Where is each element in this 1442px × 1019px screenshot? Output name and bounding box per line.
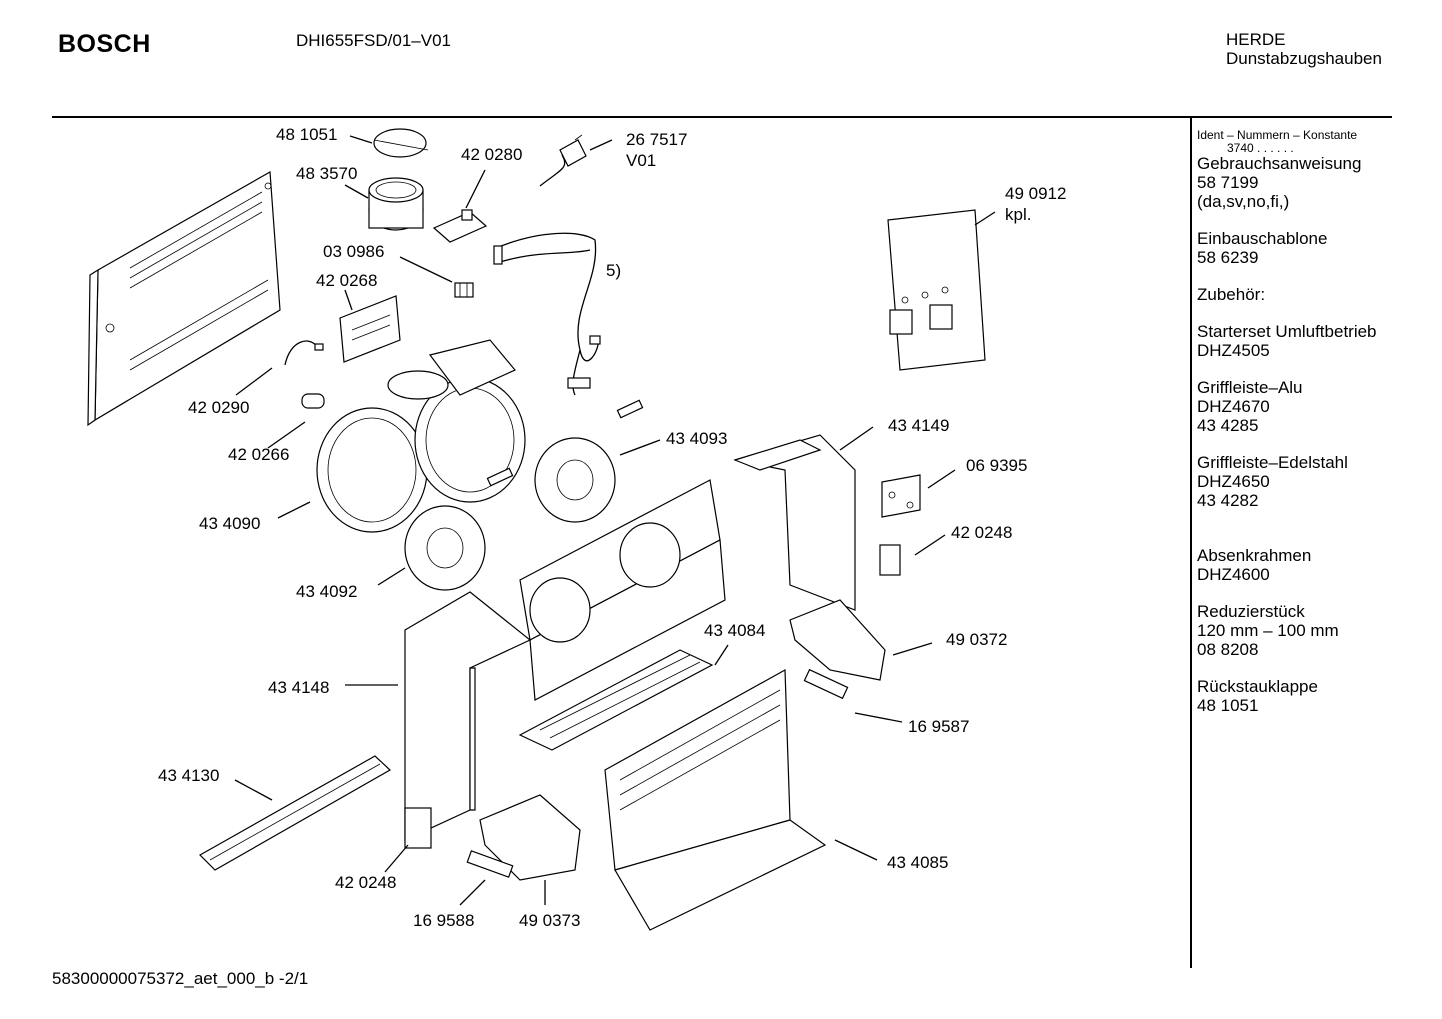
model-number: DHI655FSD/01–V01 — [296, 31, 451, 50]
label-169588: 16 9588 — [413, 911, 474, 930]
sidebar-line: Rückstauklappe — [1197, 677, 1318, 696]
sidebar-line: Gebrauchsanweisung — [1197, 154, 1362, 173]
label-169587: 16 9587 — [908, 717, 969, 736]
ident-title: Ident – Nummern – Konstante — [1197, 128, 1358, 142]
control-housing-upper — [789, 599, 886, 681]
label-420248-lower: 42 0248 — [335, 873, 396, 892]
capacitor — [301, 393, 325, 409]
label-note-5: 5) — [606, 261, 621, 280]
sidebar-line: (da,sv,no,fi,) — [1197, 192, 1290, 211]
label-434092: 43 4092 — [296, 582, 357, 601]
label-481051: 48 1051 — [276, 125, 337, 144]
sidebar-line: Zubehör: — [1197, 285, 1266, 304]
accessory-kit — [887, 209, 986, 371]
sidebar-line: 43 4282 — [1197, 491, 1259, 510]
header-divider — [52, 116, 1392, 118]
parts-sidebar: Ident – Nummern – Konstante 3740 . . . .… — [1197, 128, 1417, 715]
fan-housing — [316, 339, 526, 533]
housing-left — [404, 591, 532, 841]
duct-ring — [368, 177, 424, 231]
sidebar-line: Reduzierstück — [1197, 602, 1305, 621]
switch-lower — [404, 807, 432, 849]
sidebar-line: 58 6239 — [1197, 248, 1259, 267]
back-panel — [87, 171, 281, 427]
label-420280: 42 0280 — [461, 145, 522, 164]
label-490372: 49 0372 — [946, 630, 1007, 649]
front-panel — [604, 668, 827, 931]
grease-filter — [518, 649, 714, 751]
ident-value: 3740 . . . . . . — [1227, 141, 1294, 155]
label-434084: 43 4084 — [704, 621, 765, 640]
label-434130: 43 4130 — [158, 766, 219, 785]
fan-wheel-right — [534, 399, 644, 523]
clip-upper — [803, 668, 849, 700]
control-housing-lower — [479, 794, 581, 881]
sidebar-line: 43 4285 — [1197, 416, 1259, 435]
backdraft-flap — [373, 128, 429, 158]
label-434085: 43 4085 — [887, 853, 948, 872]
circuit-board — [339, 295, 401, 363]
fan-wheel-left — [404, 467, 514, 591]
sidebar-line: 120 mm – 100 mm — [1197, 621, 1339, 640]
label-434148: 43 4148 — [268, 678, 329, 697]
sensor-cable — [284, 340, 324, 366]
sidebar-line: Starterset Umluftbetrieb — [1197, 322, 1377, 341]
label-069395: 06 9395 — [966, 456, 1027, 475]
label-490912-kpl: kpl. — [1005, 205, 1031, 224]
product-category: HERDE Dunstabzugshauben — [1226, 30, 1382, 68]
sidebar-line: 58 7199 — [1197, 173, 1259, 192]
side-bracket — [733, 434, 856, 611]
sidebar-line: Einbauschablone — [1197, 229, 1328, 248]
label-420248-upper: 42 0248 — [951, 523, 1012, 542]
label-267517-rev: V01 — [626, 151, 656, 170]
wire-harness — [493, 232, 601, 396]
label-420268: 42 0268 — [316, 271, 377, 290]
label-490373: 49 0373 — [519, 911, 580, 930]
clip-lower — [466, 850, 514, 878]
sidebar-line: Griffleiste–Alu — [1197, 378, 1303, 397]
label-490912: 49 0912 — [1005, 184, 1066, 203]
sidebar-line: DHZ4670 — [1197, 397, 1270, 416]
motor-plate — [519, 479, 726, 701]
sidebar-line: 08 8208 — [1197, 640, 1259, 659]
control-module — [432, 209, 488, 243]
label-030986: 03 0986 — [323, 242, 384, 261]
label-420290: 42 0290 — [188, 398, 249, 417]
label-483570: 48 3570 — [296, 164, 357, 183]
terminal-block — [454, 282, 474, 298]
label-434093: 43 4093 — [666, 429, 727, 448]
category-line-1: HERDE — [1226, 30, 1286, 49]
document-id: 58300000075372_aet_000_b -2/1 — [52, 969, 309, 988]
exploded-parts-diagram: 48 1051 48 3570 42 0280 26 7517 V01 03 0… — [87, 125, 1066, 931]
sidebar-group: Zubehör: — [1197, 285, 1417, 304]
label-434149: 43 4149 — [888, 416, 949, 435]
brand-logo: BOSCH — [58, 30, 151, 58]
sidebar-line: DHZ4505 — [1197, 341, 1270, 360]
label-267517: 26 7517 — [626, 130, 687, 149]
label-420266: 42 0266 — [228, 445, 289, 464]
sidebar-line: Griffleiste–Edelstahl — [1197, 453, 1348, 472]
leader-lines — [234, 135, 996, 906]
sidebar-line: Absenkrahmen — [1197, 546, 1312, 565]
handle-strip — [199, 755, 392, 871]
cover-plate — [881, 474, 921, 518]
switch-upper — [879, 544, 901, 576]
sidebar-line: 48 1051 — [1197, 696, 1259, 715]
sidebar-line: DHZ4600 — [1197, 565, 1270, 584]
sidebar-line: DHZ4650 — [1197, 472, 1270, 491]
power-cable — [539, 134, 587, 187]
sidebar-divider — [1190, 118, 1192, 968]
part-labels: 48 1051 48 3570 42 0280 26 7517 V01 03 0… — [158, 125, 1066, 930]
category-line-2: Dunstabzugshauben — [1226, 49, 1382, 68]
label-434090: 43 4090 — [199, 514, 260, 533]
